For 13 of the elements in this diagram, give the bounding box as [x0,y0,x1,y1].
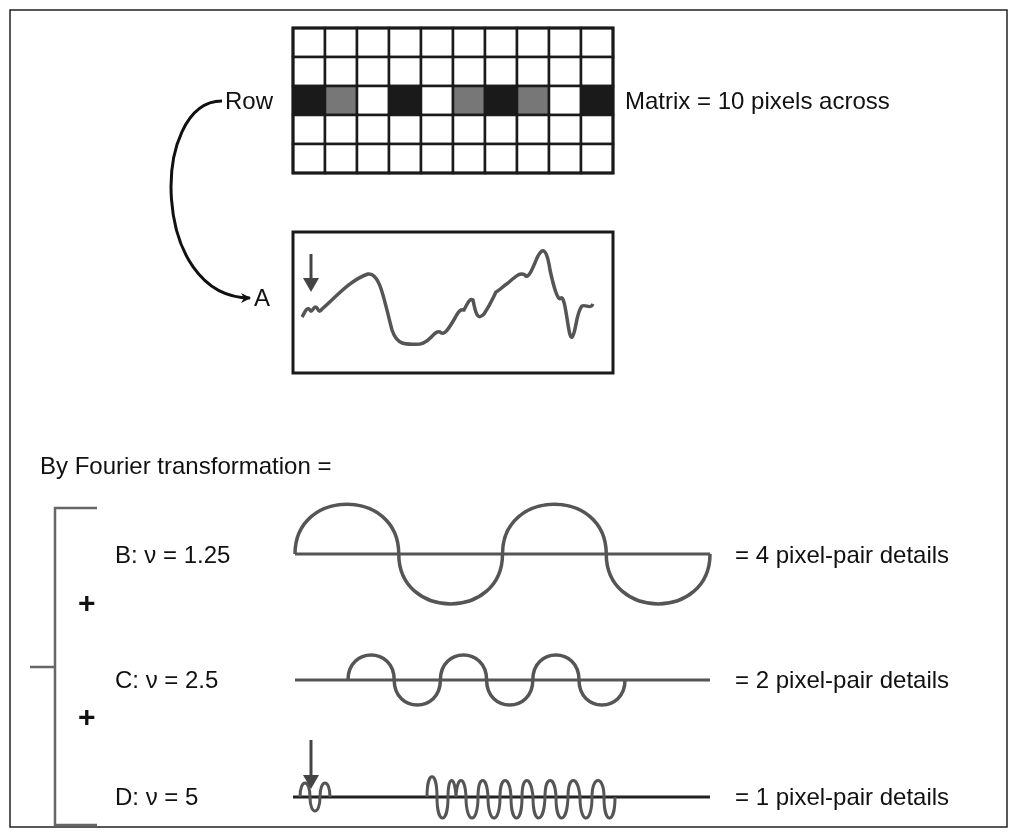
detail-label: = 4 pixel-pair details [735,541,950,569]
curved-arrow [170,99,251,302]
heading: By Fourier transformation = [40,452,332,480]
text-label: A [254,284,270,312]
detail-label: = 2 pixel-pair details [735,666,950,694]
frequency-label: D: ν = 5 [115,783,199,811]
frequency-label: B: ν = 1.25 [115,541,231,569]
caption: Matrix = 10 pixels across [625,87,890,115]
detail-label: = 1 pixel-pair details [735,783,950,811]
plus-sign: + [78,703,96,731]
frequency-label: C: ν = 2.5 [115,666,219,694]
plus-sign: + [78,589,96,617]
text-label: Row [225,87,273,115]
